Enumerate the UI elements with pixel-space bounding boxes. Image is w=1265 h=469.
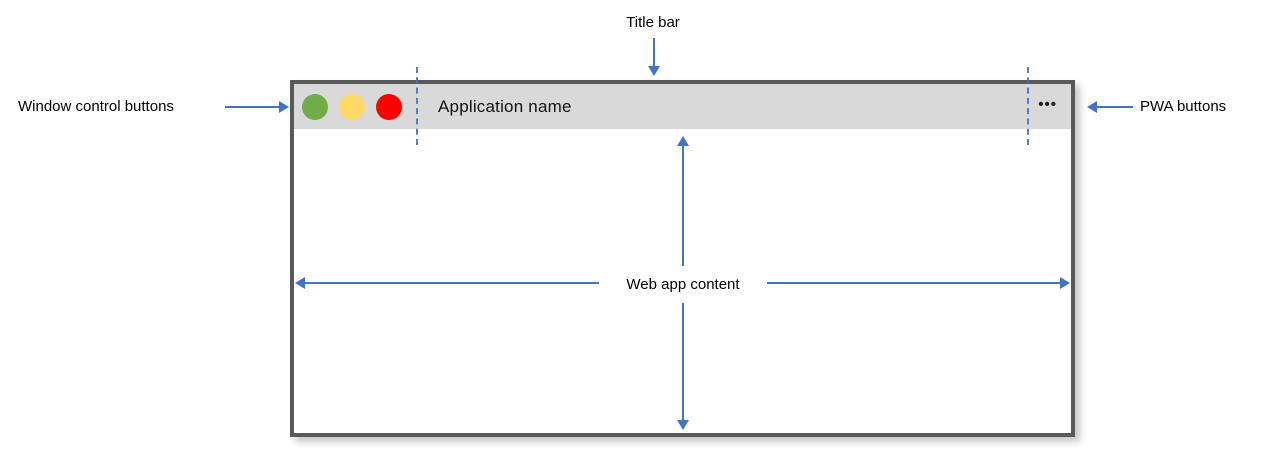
pwa-more-options-icon[interactable]: ••• <box>1038 96 1057 113</box>
window-control-green-button[interactable] <box>302 93 328 120</box>
application-name-label: Application name <box>438 96 572 116</box>
title-bar-annotation: Title bar <box>626 14 680 31</box>
web-app-content-annotation: Web app content <box>626 276 740 293</box>
title-bar: Application name ••• <box>294 84 1071 129</box>
window-control-red-button[interactable] <box>376 93 402 120</box>
titlebar-left-dashed-separator <box>416 67 418 145</box>
pwa-buttons-annotation: PWA buttons <box>1140 98 1227 115</box>
window-control-buttons-annotation: Window control buttons <box>18 98 174 115</box>
titlebar-right-dashed-separator <box>1027 67 1029 145</box>
window-control-yellow-button[interactable] <box>339 93 365 120</box>
